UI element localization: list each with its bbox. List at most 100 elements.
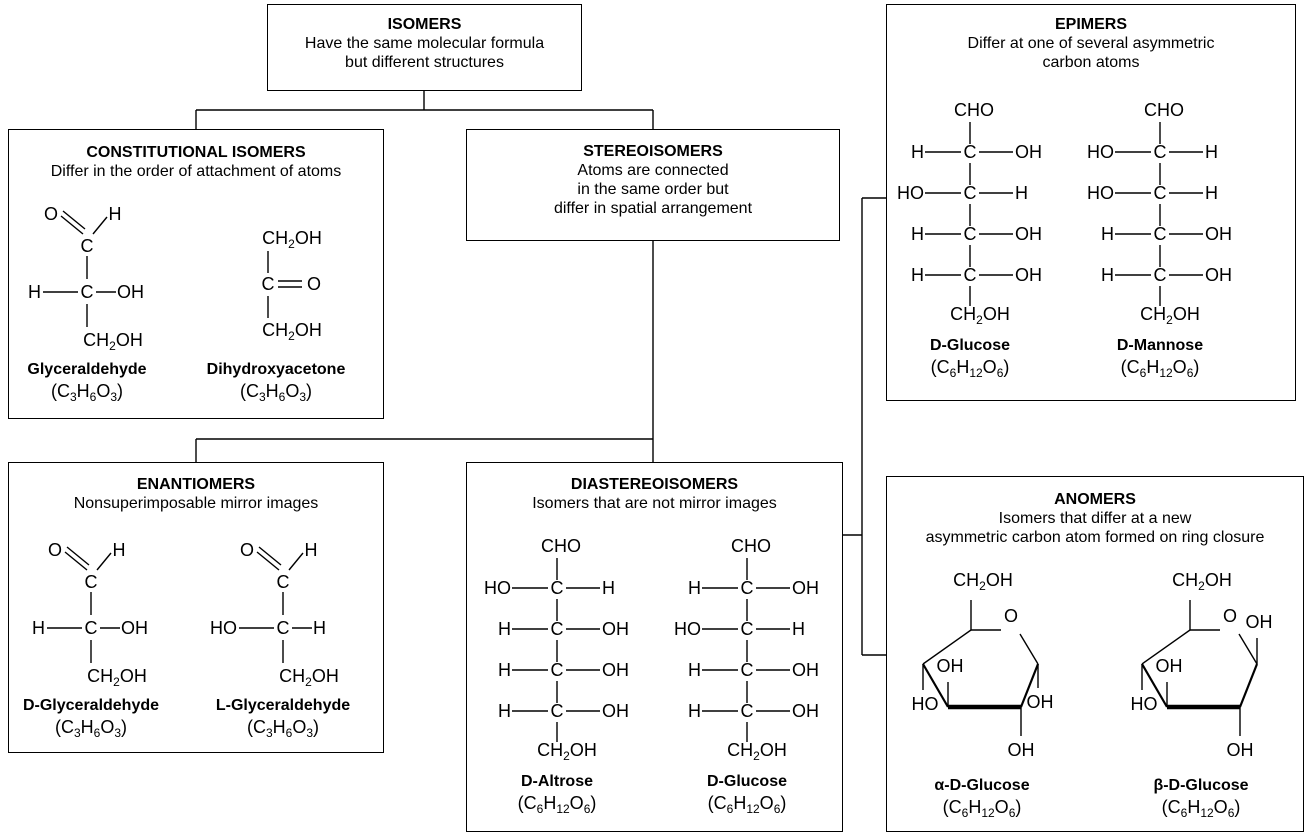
hydroxymethyl-group: CH2​OH <box>279 666 339 689</box>
oxygen-atom: O <box>240 540 254 560</box>
aldehyde-group: CHO <box>731 536 771 556</box>
anomers-desc-2: asymmetric carbon atom formed on ring cl… <box>925 529 1265 546</box>
hydrogen-atom: H <box>113 540 126 560</box>
substituent-right: OH <box>602 660 629 680</box>
epimers-title: EPIMERS <box>1054 16 1127 33</box>
carbon-atom: C <box>85 618 98 638</box>
substituent-left: H <box>28 282 41 302</box>
molecular-formula: (C6​H12​O6​) <box>943 797 1022 820</box>
constitutional-desc: Differ in the order of attachment of ato… <box>50 163 342 180</box>
double-bond <box>258 546 282 566</box>
constitutional-title: CONSTITUTIONAL ISOMERS <box>86 144 306 161</box>
hydroxymethyl-group: CH2​OH <box>950 304 1010 327</box>
substituent-left: HO <box>210 618 237 638</box>
substituent-right: H <box>792 619 805 639</box>
molecule-name: D-Glucose <box>930 337 1010 354</box>
bond-line <box>288 552 304 571</box>
hydroxymethyl-group: CH2​OH <box>83 330 143 353</box>
substituent-right: OH <box>117 282 144 302</box>
carbon-atom: C <box>551 619 564 639</box>
hydroxymethyl-group: CH2​OH <box>262 228 322 251</box>
carbon-atom: C <box>1154 265 1167 285</box>
substituent-right: OH <box>1015 142 1042 162</box>
ring-bond <box>1019 633 1039 665</box>
carbon-atom: C <box>741 619 754 639</box>
stereoisomers-desc-2: in the same order but <box>577 181 729 198</box>
hydroxyl-group: OH <box>1227 740 1254 760</box>
substituent-left: H <box>498 701 511 721</box>
molecule-name: Glyceraldehyde <box>27 361 146 378</box>
enantiomers-title: ENANTIOMERS <box>136 476 256 493</box>
ring-bond <box>1238 663 1259 708</box>
anomers-title: ANOMERS <box>1054 491 1136 508</box>
molecular-formula: (C6​H12​O6​) <box>1121 357 1200 380</box>
molecule-name: D-Altrose <box>521 773 593 790</box>
molecular-formula: (C3​H6​O3​) <box>247 717 319 740</box>
isomers-box: ISOMERS Have the same molecular formula … <box>267 4 582 91</box>
carbon-atom: C <box>1154 142 1167 162</box>
anomeric-hydroxyl: OH <box>1246 612 1273 632</box>
hydroxyl-group: OH <box>1156 656 1183 676</box>
anomers-desc-1: Isomers that differ at a new <box>998 510 1192 527</box>
substituent-right: H <box>1015 183 1028 203</box>
substituent-left: H <box>911 142 924 162</box>
molecular-formula: (C6​H12​O6​) <box>708 793 787 816</box>
double-bond <box>64 551 88 571</box>
substituent-left: H <box>1101 265 1114 285</box>
molecule-name: D-Glucose <box>707 773 787 790</box>
carbon-atom: C <box>741 701 754 721</box>
enantiomers-box: ENANTIOMERS Nonsuperimposable mirror ima… <box>8 462 384 753</box>
hydroxyl-group: HO <box>1131 694 1158 714</box>
hydrogen-atom: H <box>305 540 318 560</box>
hydroxymethyl-group: CH2​OH <box>1172 570 1232 593</box>
carbon-atom: C <box>964 183 977 203</box>
ring-bond <box>922 629 972 665</box>
carbon-atom: C <box>81 236 94 256</box>
carbon-atom: C <box>277 572 290 592</box>
substituent-left: H <box>1101 224 1114 244</box>
substituent-left: HO <box>1087 142 1114 162</box>
substituent-right: OH <box>602 701 629 721</box>
ring-bond <box>1141 629 1191 665</box>
stereoisomers-desc-3: differ in spatial arrangement <box>553 200 753 217</box>
bond-line <box>96 552 112 571</box>
molecule-name: D-Glyceraldehyde <box>23 697 159 714</box>
anomers-box: ANOMERS Isomers that differ at a new asy… <box>886 476 1304 832</box>
hydroxymethyl-group: CH2​OH <box>262 320 322 343</box>
carbon-atom: C <box>1154 183 1167 203</box>
hydroxymethyl-group: CH2​OH <box>87 666 147 689</box>
hydrogen-atom: H <box>109 204 122 224</box>
double-bond <box>62 210 86 230</box>
substituent-left: H <box>688 701 701 721</box>
ring-bond <box>1019 663 1040 708</box>
ring-bond <box>1141 663 1168 708</box>
stereoisomers-desc-1: Atoms are connected <box>577 162 729 179</box>
molecular-formula: (C3​H6​O3​) <box>55 717 127 740</box>
carbon-atom: C <box>1154 224 1167 244</box>
carbon-atom: C <box>551 578 564 598</box>
substituent-right: OH <box>1015 224 1042 244</box>
molecular-formula: (C6​H12​O6​) <box>931 357 1010 380</box>
oxygen-atom: O <box>307 274 321 294</box>
hydroxymethyl-group: CH2​OH <box>953 570 1013 593</box>
substituent-right: OH <box>602 619 629 639</box>
oxygen-atom: O <box>44 204 58 224</box>
hydroxymethyl-group: CH2​OH <box>727 740 787 763</box>
aldehyde-group: CHO <box>954 100 994 120</box>
carbon-atom: C <box>741 660 754 680</box>
molecular-formula: (C6​H12​O6​) <box>518 793 597 816</box>
substituent-left: HO <box>897 183 924 203</box>
substituent-left: H <box>688 660 701 680</box>
epimers-box: EPIMERS Differ at one of several asymmet… <box>886 4 1296 401</box>
substituent-left: H <box>688 578 701 598</box>
diastereoisomers-box: DIASTEREOISOMERS Isomers that are not mi… <box>466 462 843 832</box>
hydroxyl-group: HO <box>912 694 939 714</box>
oxygen-atom: O <box>48 540 62 560</box>
substituent-left: HO <box>484 578 511 598</box>
carbon-atom: C <box>262 274 275 294</box>
double-bond <box>60 215 84 235</box>
ring-bond <box>922 663 949 708</box>
molecule-name: D-Mannose <box>1117 337 1203 354</box>
